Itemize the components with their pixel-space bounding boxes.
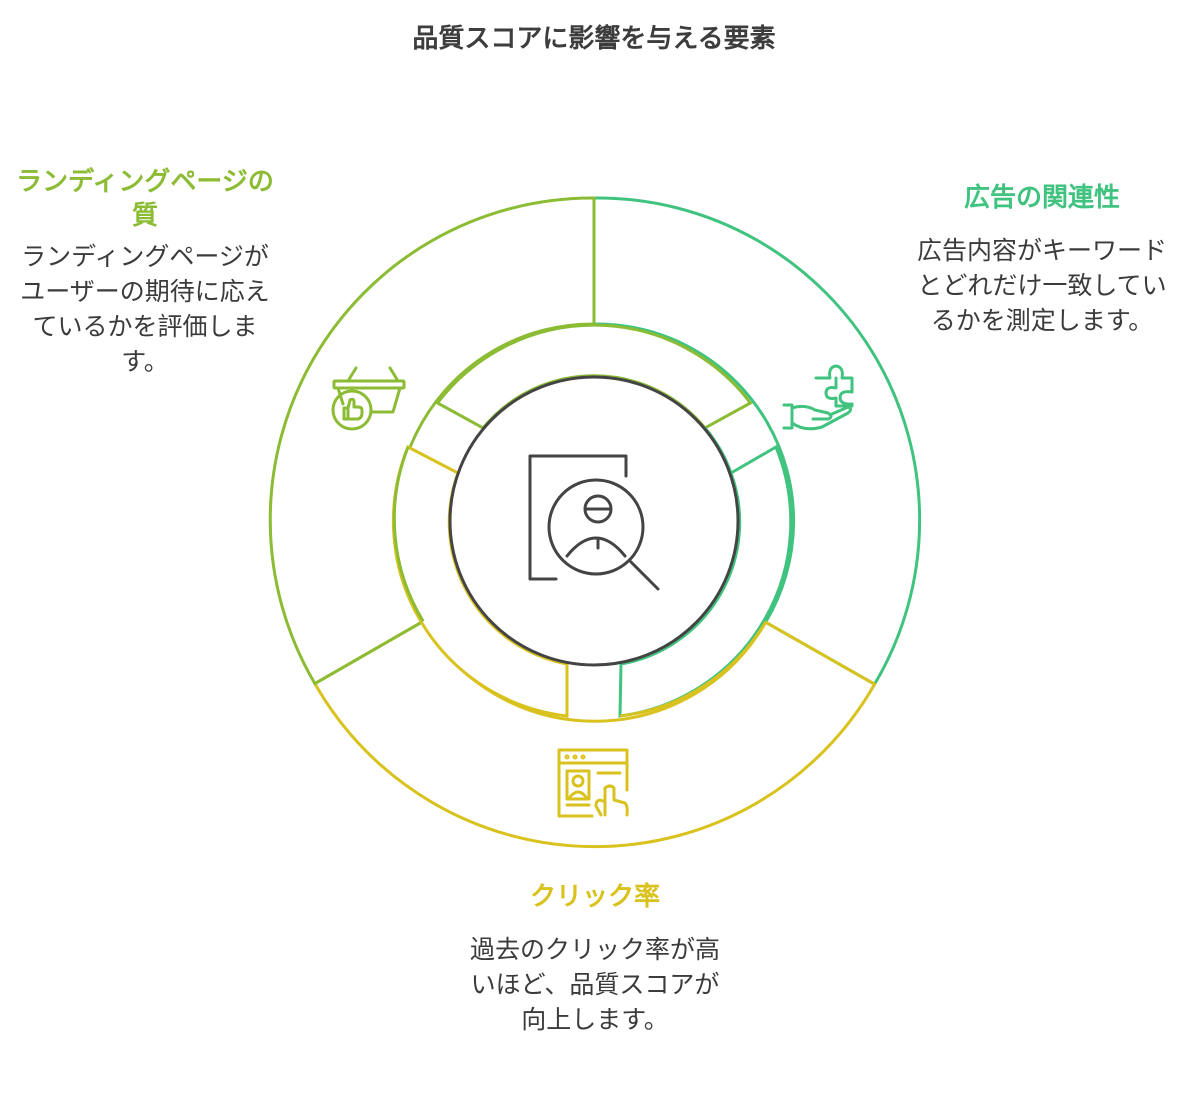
ctr-description: 過去のクリック率が高いほど、品質スコアが向上します。 <box>469 935 720 1034</box>
relevance-description: 広告内容がキーワードとどれだけ一致しているかを測定します。 <box>916 236 1167 335</box>
outer-segment-relevance <box>592 196 922 687</box>
ctr-block: クリック率 過去のクリック率が高いほど、品質スコアが向上します。 <box>464 880 726 1037</box>
page-title: 品質スコアに影響を与える要素 <box>412 24 776 54</box>
relevance-heading: 広告の関連性 <box>963 183 1120 213</box>
landing-description: ランディングページがユーザーの期待に応えているかを評価します。 <box>20 242 270 376</box>
basket-thumbs-up-icon <box>331 366 406 431</box>
relevance-block: 広告の関連性 広告内容がキーワードとどれだけ一致しているかを測定します。 <box>906 181 1178 338</box>
browser-click-icon <box>557 748 629 818</box>
ctr-heading: クリック率 <box>529 882 660 912</box>
document-user-search-icon <box>528 454 660 591</box>
landing-heading: ランディングページの質 <box>16 167 274 231</box>
hand-puzzle-icon <box>782 364 854 431</box>
outer-segment-ctr <box>312 619 877 849</box>
landing-block: ランディングページの質 ランディングページがユーザーの期待に応えているかを評価し… <box>14 165 276 379</box>
